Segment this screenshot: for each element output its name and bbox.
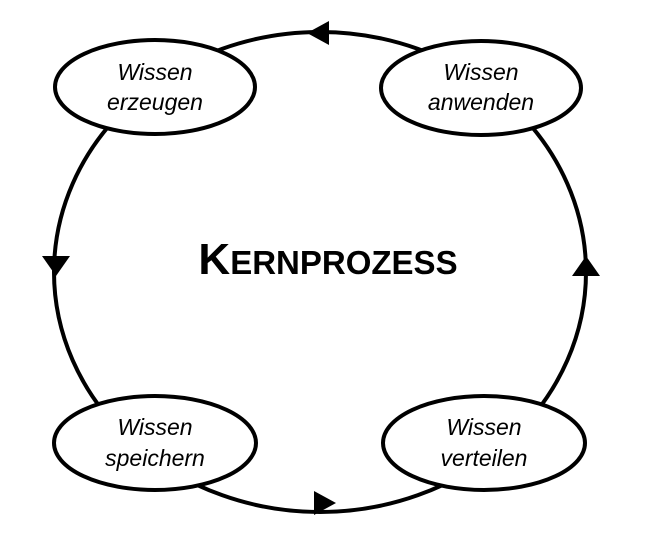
center-title-rest: ERNPROZESS bbox=[230, 244, 457, 281]
node-label-line1: Wissen bbox=[443, 59, 518, 85]
node-label-line1: Wissen bbox=[117, 59, 192, 85]
node-ellipse bbox=[379, 39, 583, 137]
node-label-line2: anwenden bbox=[428, 89, 534, 115]
arrow-top-left-icon bbox=[307, 21, 329, 45]
node-wissen-anwenden: Wissen anwenden bbox=[379, 39, 583, 137]
node-label-line2: erzeugen bbox=[107, 89, 203, 115]
arrow-left-down-icon bbox=[42, 256, 70, 276]
node-label-line2: verteilen bbox=[441, 445, 528, 471]
center-title-initial: K bbox=[198, 235, 230, 284]
arrow-bottom-right-icon bbox=[314, 491, 336, 515]
node-label-line1: Wissen bbox=[117, 414, 192, 440]
arrow-right-up-icon bbox=[572, 256, 600, 276]
node-wissen-speichern: Wissen speichern bbox=[52, 394, 258, 492]
node-wissen-verteilen: Wissen verteilen bbox=[381, 394, 587, 492]
node-label-line1: Wissen bbox=[446, 414, 521, 440]
node-label-line2: speichern bbox=[105, 445, 205, 471]
node-wissen-erzeugen: Wissen erzeugen bbox=[53, 38, 257, 136]
center-title: KERNPROZESS bbox=[198, 235, 457, 284]
node-ellipse bbox=[53, 38, 257, 136]
node-ellipse bbox=[52, 394, 258, 492]
node-ellipse bbox=[381, 394, 587, 492]
